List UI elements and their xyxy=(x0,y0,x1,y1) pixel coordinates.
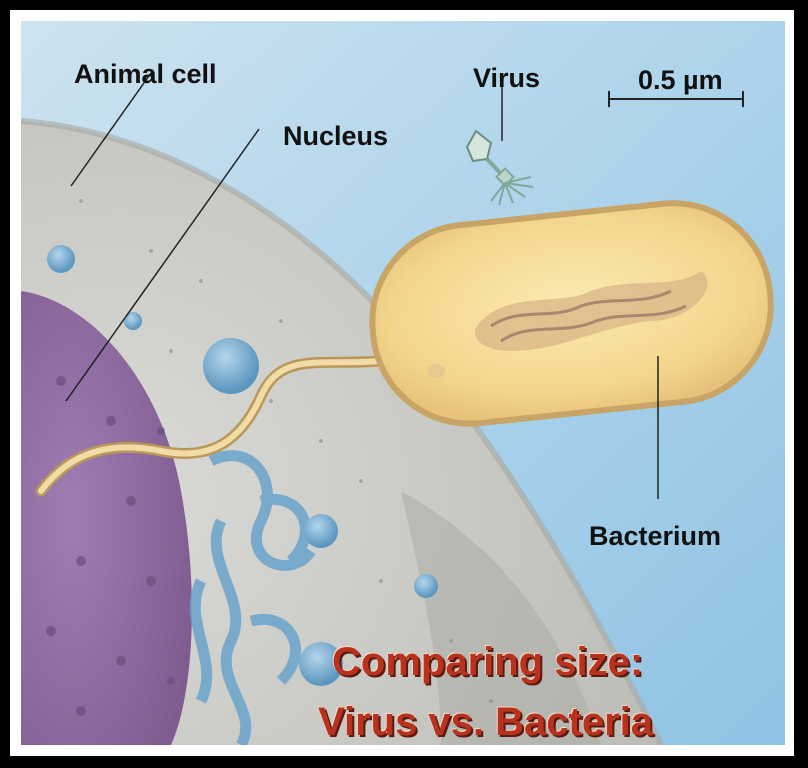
animal-cell-label: Animal cell xyxy=(74,59,217,90)
bacterium-label: Bacterium xyxy=(589,521,721,552)
title-line-1: Comparing size: xyxy=(332,640,643,685)
title-line-2: Virus vs. Bacteria xyxy=(318,700,653,745)
diagram-scene: Animal cell Nucleus Virus 0.5 µm Bacteri… xyxy=(21,21,785,745)
illustration xyxy=(21,21,785,745)
nucleus-label: Nucleus xyxy=(283,121,388,152)
scale-label: 0.5 µm xyxy=(638,65,723,96)
virus-label: Virus xyxy=(473,63,540,94)
